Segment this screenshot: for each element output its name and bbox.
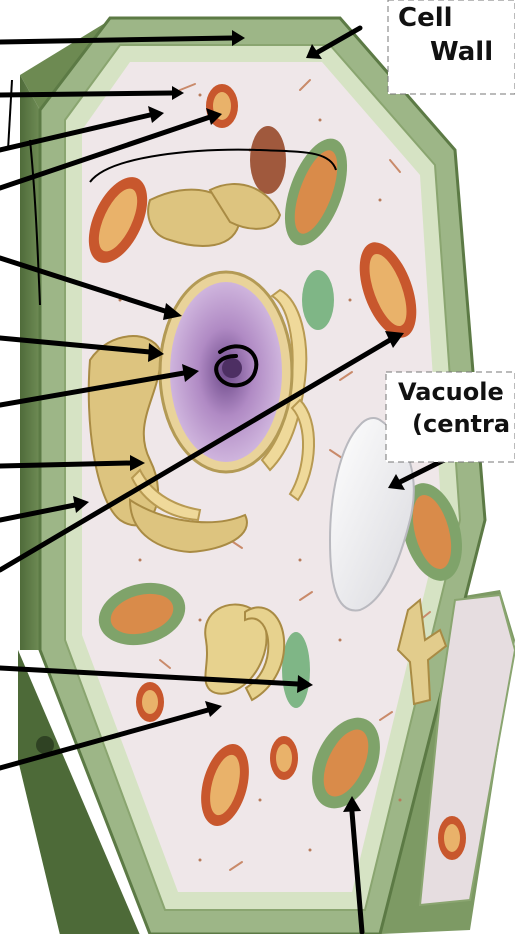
mitochondrion-small <box>438 816 466 860</box>
green-vesicle <box>302 270 334 330</box>
vacuole-label-line1: Vacuole <box>398 378 504 406</box>
mitochondrion-small <box>136 682 164 722</box>
mitochondrion-small <box>270 736 298 780</box>
cell-wall-label-line2: Wall <box>430 37 493 67</box>
cell-wall-label-line1: Cell <box>398 3 453 33</box>
green-vesicle <box>282 632 310 708</box>
peroxisome <box>250 126 286 194</box>
vacuole-label-line2: (centra <box>412 410 510 438</box>
